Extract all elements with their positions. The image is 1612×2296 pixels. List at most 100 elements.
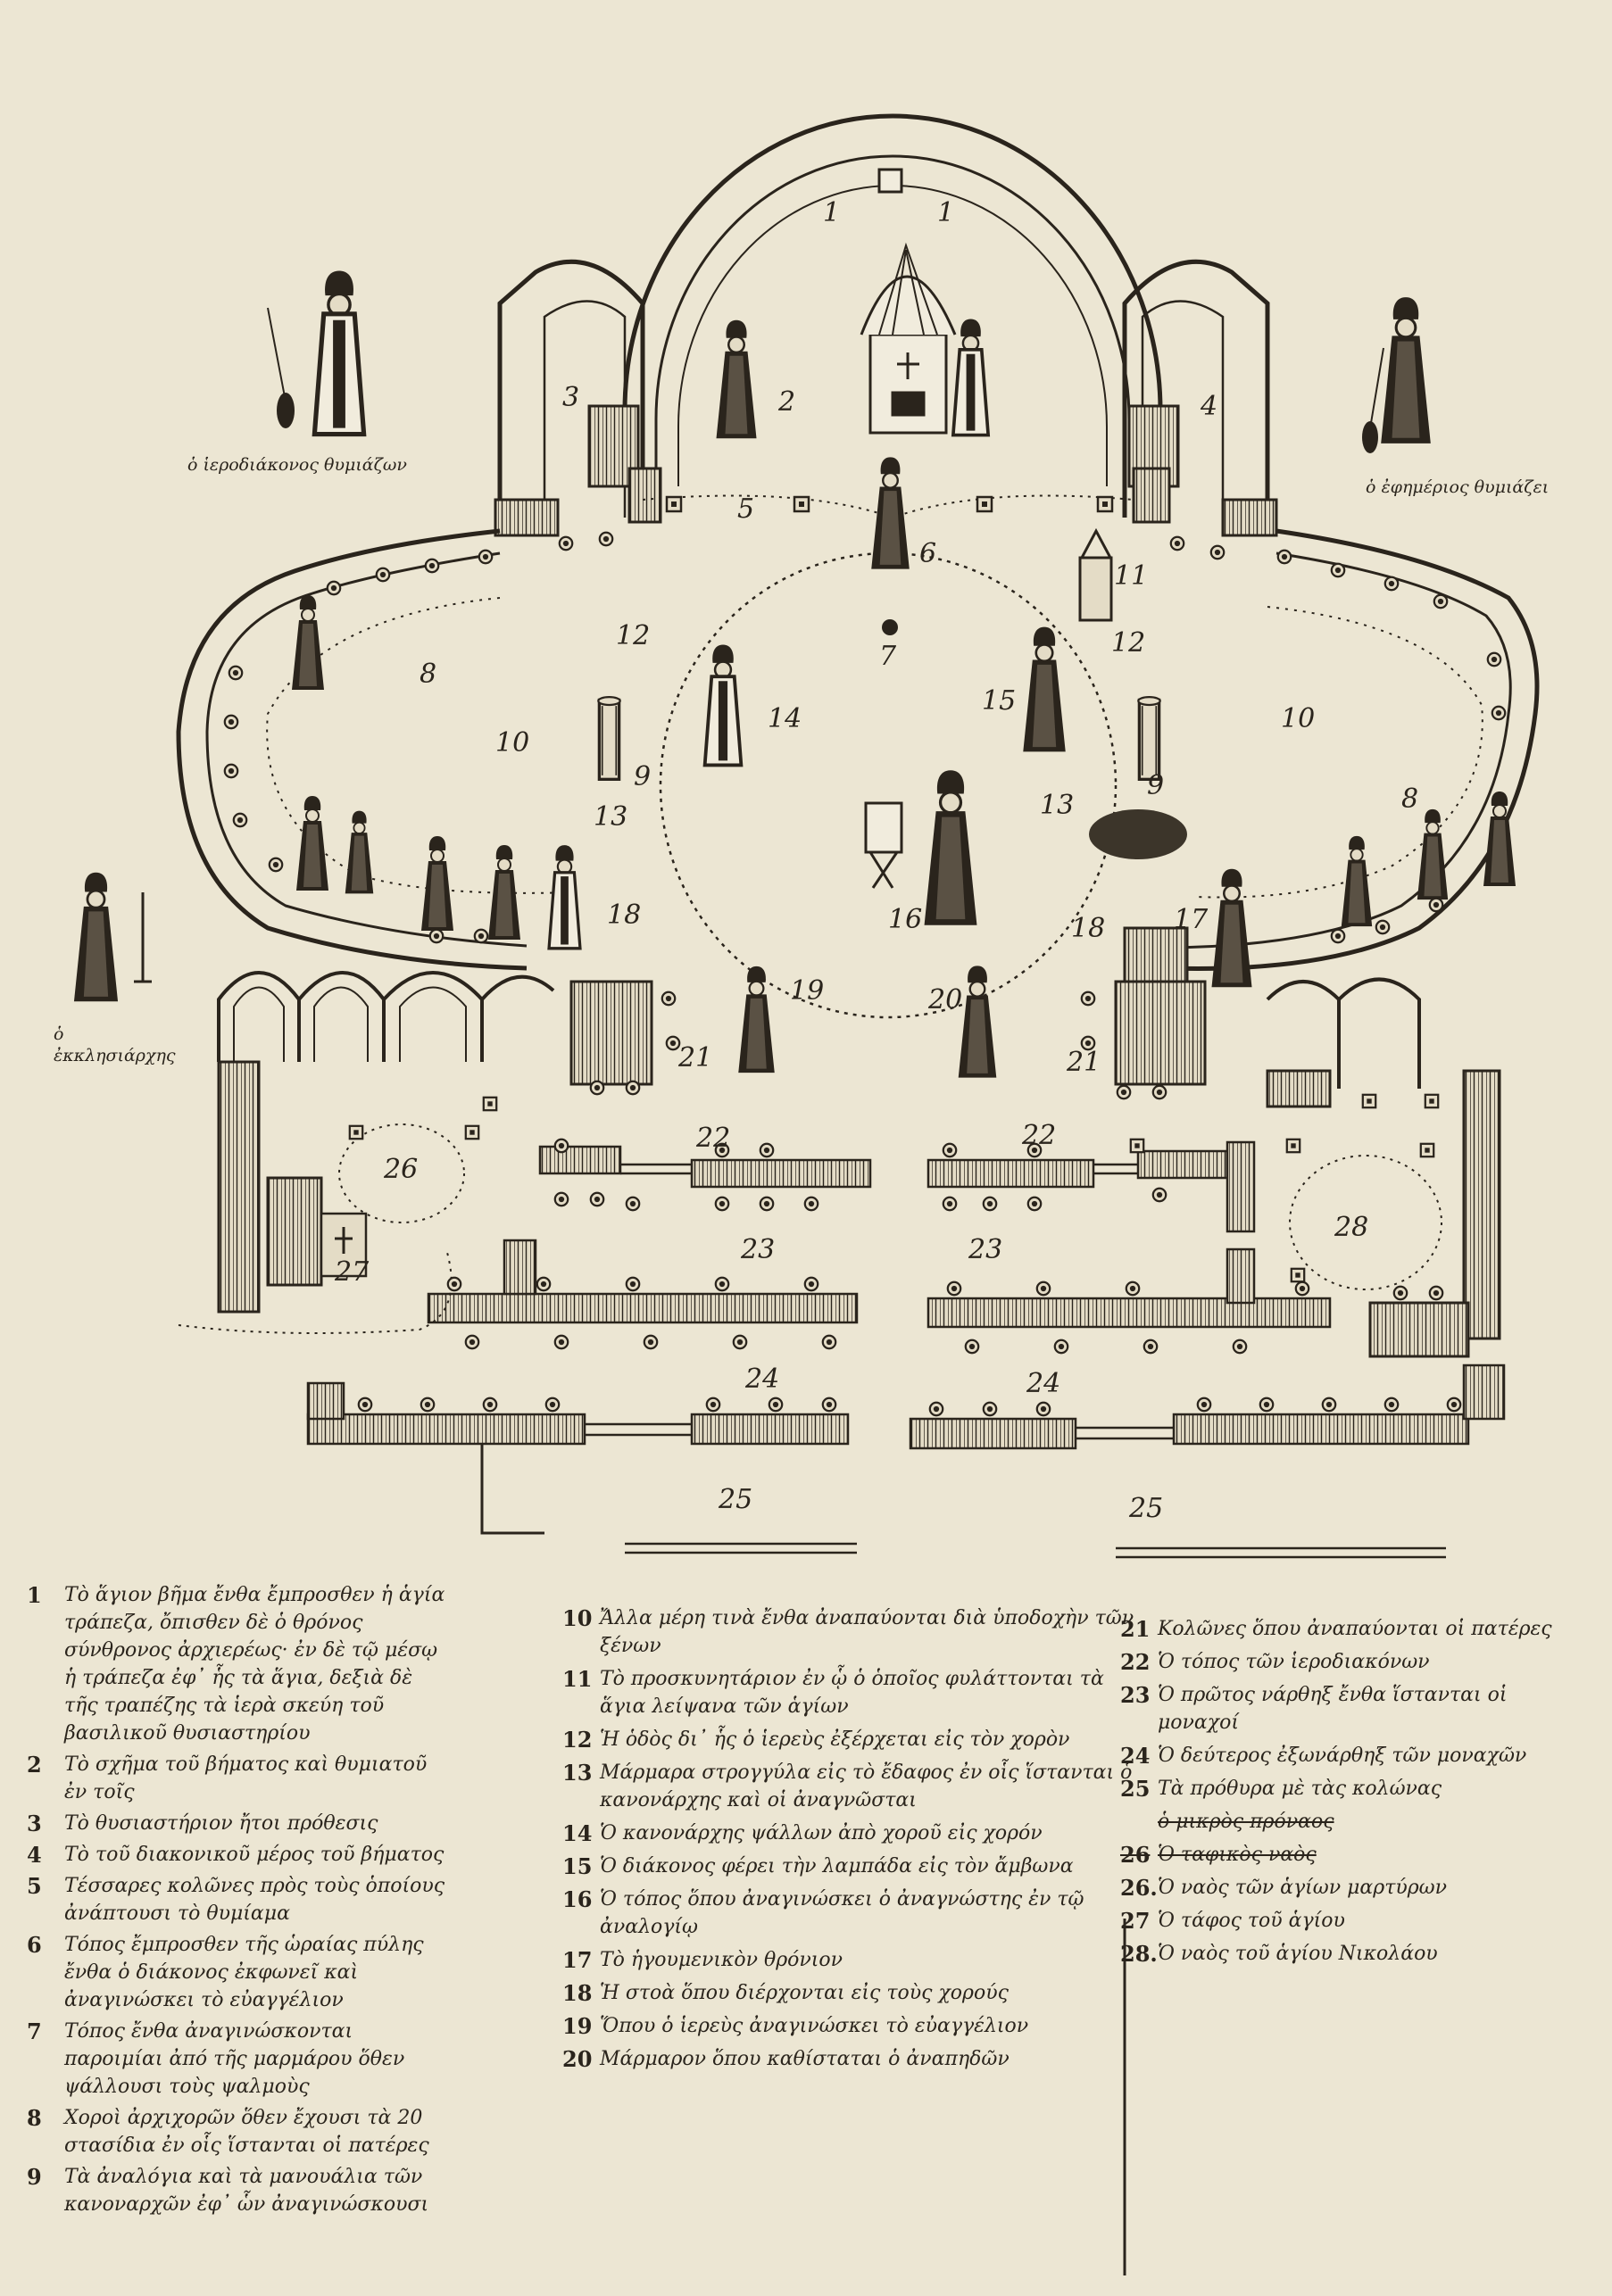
label-15: 15 — [982, 685, 1016, 717]
priest-figure-19 — [737, 965, 776, 1074]
stall — [473, 928, 489, 944]
legend-number: 1 — [27, 1582, 42, 1608]
column-5 — [793, 495, 810, 513]
legend-number: 18 — [562, 1980, 593, 2006]
legend-number: 12 — [562, 1727, 593, 1753]
legend-text: Ὁ τάφος τοῦ ἁγίου — [1158, 1910, 1345, 1932]
legend-number: 21 — [1120, 1616, 1151, 1642]
legend-number: 25 — [1120, 1776, 1151, 1802]
legend-number: 9 — [27, 2164, 42, 2190]
stall — [714, 1276, 730, 1292]
pillar-9-left — [596, 696, 622, 782]
stall — [1428, 1285, 1444, 1301]
caption-bottom-left-figure: ὁ ἐκκλησιάρχης — [54, 1024, 176, 1065]
stall — [1383, 1397, 1400, 1413]
right-sacristy-block — [1221, 498, 1278, 537]
holy-table-canopy — [860, 275, 957, 336]
legend-number: 16 — [562, 1886, 593, 1912]
stall — [643, 1334, 659, 1350]
column-21 — [1424, 1093, 1440, 1109]
exit-path-left — [178, 1248, 453, 1334]
stall — [1169, 535, 1185, 551]
rosette-7 — [882, 619, 898, 635]
column-21 — [464, 1124, 480, 1140]
left-sacristy-block — [494, 498, 560, 537]
legend-text: Μάρμαρον ὅπου καθίσταται ὁ ἀναπηδῶν — [600, 2048, 1010, 2070]
stall — [1080, 991, 1096, 1007]
label-25-left: 25 — [718, 1484, 752, 1515]
legend-text: Ὅπου ὁ ἱερεὺς ἀναγινώσκει τὸ εὐαγγέλιον — [600, 2015, 1029, 2037]
label-12-left: 12 — [616, 620, 650, 651]
legend-entry: 25 Τὰ πρόθυρα μὲ τὰς κολώνας — [1120, 1775, 1593, 1803]
legend-text: Ἄλλα μέρη τινὰ ἔνθα ἀναπαύονται διὰ ὑποδ… — [600, 1607, 1134, 1657]
wall-24-right-b — [1172, 1413, 1470, 1446]
legend-entry: 26.Ὁ ναὸς τῶν ἁγίων μαρτύρων — [1120, 1874, 1593, 1902]
stall — [598, 531, 614, 547]
deacon-figure-altar — [715, 319, 758, 440]
stall — [553, 1138, 569, 1154]
legend-number — [1120, 1808, 1158, 1836]
lamp-shrine-11-top — [1080, 527, 1112, 559]
reader-figure-16 — [922, 768, 979, 927]
choir-monk-l3 — [344, 809, 375, 895]
legend-text: Ὁ δεύτερος ἐξωνάρθηξ τῶν μοναχῶν — [1158, 1745, 1527, 1767]
legend-text-struck: Ὁ ταφικὸς ναὸς — [1158, 1844, 1317, 1866]
choir-monk-l2 — [295, 795, 329, 891]
stall — [482, 1397, 498, 1413]
label-23-left: 23 — [740, 1234, 775, 1265]
left-choir-dotted — [266, 597, 572, 894]
label-25-right: 25 — [1128, 1493, 1163, 1524]
wall-22-right-b — [1136, 1149, 1229, 1180]
legend-entry: ὁ μικρὸς πρόναος — [1120, 1808, 1593, 1836]
legend-text: Τόπος ἔμπροσθεν τῆς ὡραίας πύλης ἔνθα ὁ … — [64, 1934, 424, 2011]
column-5 — [976, 495, 993, 513]
stall — [424, 558, 440, 574]
legend-text: Τὰ πρόθυρα μὲ τὰς κολώνας — [1158, 1778, 1442, 1800]
right-choir-outer-wall — [1168, 528, 1540, 971]
legend-text: Τὰ ἀναλόγια καὶ τὰ μανουάλια τῶν κανοναρ… — [64, 2166, 429, 2216]
stall — [553, 1334, 569, 1350]
label-13-left: 13 — [594, 801, 627, 833]
legend-number: 22 — [1120, 1649, 1151, 1675]
label-8-left: 8 — [420, 659, 436, 690]
legend-number: 26. — [1120, 1875, 1158, 1901]
legend-text: Μάρμαρα στρογγύλα εἰς τὸ ἔδαφος ἐν οἷς ἵ… — [600, 1761, 1133, 1811]
legend-number: 3 — [27, 1811, 42, 1836]
caption-right-figure: ὁ ἐφημέριος θυμιάζει — [1366, 477, 1550, 497]
label-1a: 1 — [823, 197, 840, 228]
choir-monk-l4 — [420, 835, 454, 932]
legend-number: 8 — [27, 2105, 42, 2131]
priest-figure-20 — [957, 965, 998, 1079]
label-18-left: 18 — [607, 899, 641, 931]
stall — [1125, 1281, 1141, 1297]
right-narthex-small-block — [1368, 1301, 1470, 1358]
label-22-left: 22 — [695, 1123, 730, 1154]
legend-text: Ὁ κανονάρχης ψάλλων ἀπὸ χοροῦ εἰς χορόν — [600, 1822, 1043, 1844]
lectern-16 — [864, 801, 903, 854]
wall-23-left-pier — [503, 1239, 537, 1296]
stall — [964, 1339, 980, 1355]
pillar-9-right — [1136, 696, 1162, 782]
legend-number: 23 — [1120, 1682, 1151, 1708]
steps-25-left — [625, 1542, 857, 1554]
column-21 — [1419, 1142, 1435, 1158]
stall — [1491, 705, 1507, 721]
column-21 — [482, 1096, 498, 1112]
right-choir-inner-wall — [1168, 551, 1512, 949]
choir-monk-r1 — [1340, 834, 1374, 928]
stall — [1276, 549, 1292, 565]
stall — [1259, 1397, 1275, 1413]
label-24-right: 24 — [1026, 1368, 1060, 1399]
altar-lamp-top — [877, 168, 903, 194]
label-13-right: 13 — [1040, 790, 1074, 821]
censer-left-bowl — [277, 393, 295, 428]
stall — [821, 1397, 837, 1413]
